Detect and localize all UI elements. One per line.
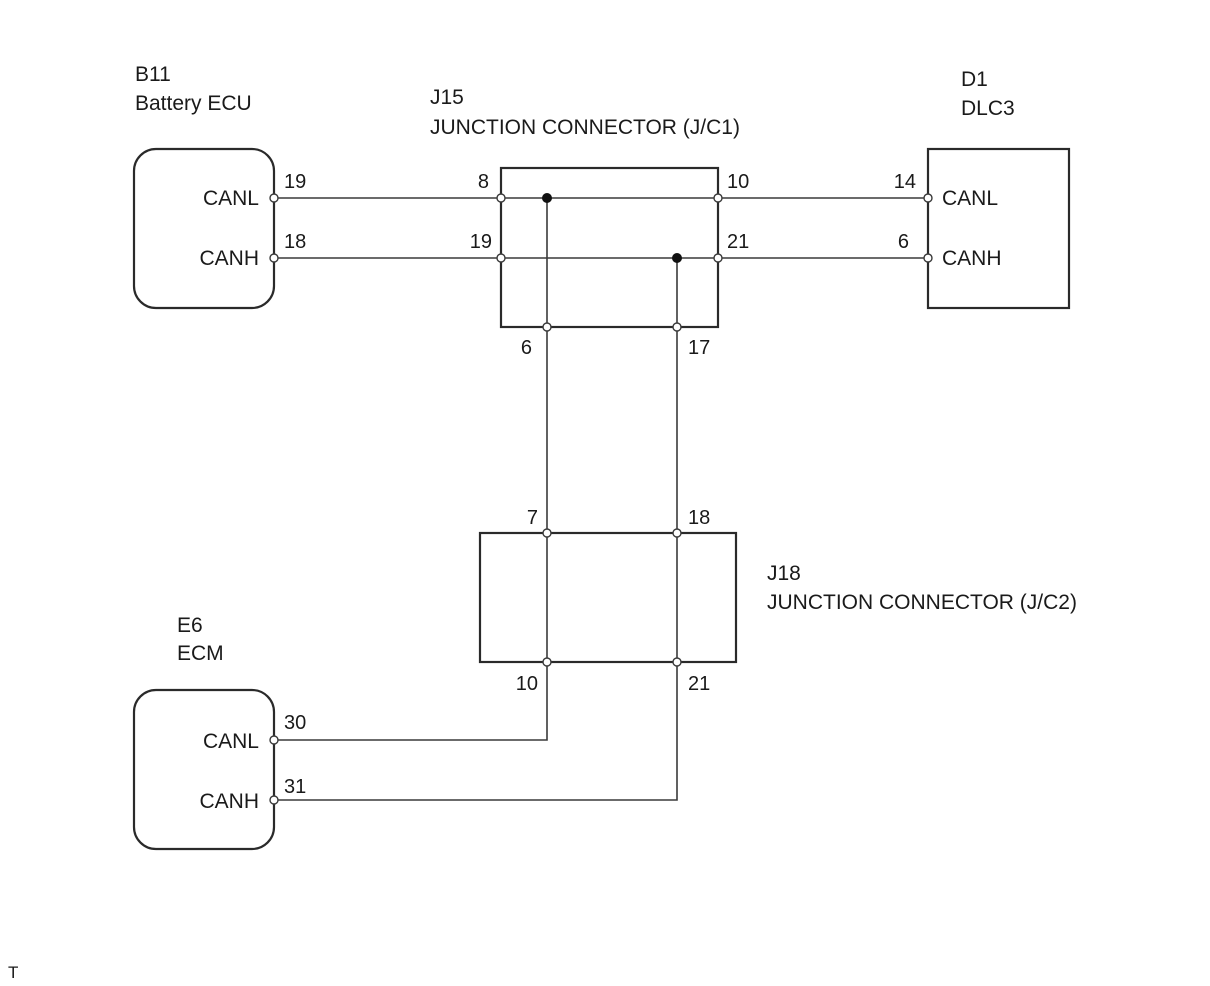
terminal-e6-31 (269, 795, 279, 805)
j15-code: J15 (430, 86, 464, 109)
j18-pin-top-canh: 18 (688, 507, 710, 529)
wires (274, 197, 928, 801)
j15-pin-bottom-canl: 6 (521, 337, 532, 359)
terminal-j15-10 (713, 193, 723, 203)
b11-canh-pin: 18 (284, 231, 306, 253)
j15-pin-left-canh: 19 (470, 231, 492, 253)
e6-code: E6 (177, 614, 203, 637)
corner-mark: T (8, 963, 18, 982)
j18-name: JUNCTION CONNECTOR (J/C2) (767, 591, 1077, 614)
j18-pin-bottom-canl: 10 (516, 673, 538, 695)
splices (542, 193, 682, 263)
terminal-j15-6 (542, 322, 552, 332)
terminal-j15-17 (672, 322, 682, 332)
b11-canl-label: CANL (203, 187, 259, 210)
j15-pin-right-canh: 21 (727, 231, 749, 253)
j15-name: JUNCTION CONNECTOR (J/C1) (430, 116, 740, 139)
terminal-j15-21 (713, 253, 723, 263)
b11-name: Battery ECU (135, 92, 252, 115)
e6-canh-label: CANH (199, 790, 259, 813)
terminal-j18-10 (542, 657, 552, 667)
j18-pin-top-canl: 7 (527, 507, 538, 529)
terminal-j15-19 (496, 253, 506, 263)
terminal-j15-8 (496, 193, 506, 203)
b11-battery-ecu: B11 Battery ECU CANL CANH 19 18 (132, 63, 306, 310)
j15-body (499, 166, 720, 329)
e6-ecm: E6 ECM CANL CANH 30 31 (132, 614, 306, 851)
j18-pin-bottom-canh: 21 (688, 673, 710, 695)
wire-canh-j18-e6 (274, 662, 678, 801)
b11-canh-label: CANH (199, 247, 259, 270)
terminal-b11-19 (269, 193, 279, 203)
j15-junction-connector: J15 JUNCTION CONNECTOR (J/C1) 8 19 10 21… (430, 86, 749, 359)
d1-name: DLC3 (961, 97, 1015, 120)
terminal-d1-14 (923, 193, 933, 203)
d1-body (926, 147, 1071, 310)
j15-pin-left-canl: 8 (478, 171, 489, 193)
wire-canl-j18-e6 (274, 662, 548, 741)
e6-canl-label: CANL (203, 730, 259, 753)
terminal-j18-7 (542, 528, 552, 538)
d1-canl-label: CANL (942, 187, 998, 210)
j15-pin-bottom-canh: 17 (688, 337, 710, 359)
j15-pin-right-canl: 10 (727, 171, 749, 193)
terminal-b11-18 (269, 253, 279, 263)
terminal-j18-21 (672, 657, 682, 667)
terminal-d1-6 (923, 253, 933, 263)
terminal-e6-30 (269, 735, 279, 745)
e6-canl-pin: 30 (284, 712, 306, 734)
d1-canh-label: CANH (942, 247, 1002, 270)
terminals (269, 193, 933, 805)
splice-canl (542, 193, 552, 203)
terminal-j18-18 (672, 528, 682, 538)
d1-dlc3: D1 DLC3 CANL CANH 14 6 (894, 68, 1071, 310)
d1-code: D1 (961, 68, 988, 91)
j18-body (478, 531, 738, 664)
e6-canh-pin: 31 (284, 776, 306, 798)
e6-body (132, 688, 276, 851)
j18-junction-connector: J18 JUNCTION CONNECTOR (J/C2) 7 18 10 21 (478, 507, 1077, 695)
b11-body (132, 147, 276, 310)
j18-code: J18 (767, 562, 801, 585)
splice-canh (672, 253, 682, 263)
b11-code: B11 (135, 63, 171, 86)
e6-name: ECM (177, 642, 224, 665)
d1-canh-pin: 6 (898, 231, 909, 253)
d1-canl-pin: 14 (894, 171, 916, 193)
b11-canl-pin: 19 (284, 171, 306, 193)
